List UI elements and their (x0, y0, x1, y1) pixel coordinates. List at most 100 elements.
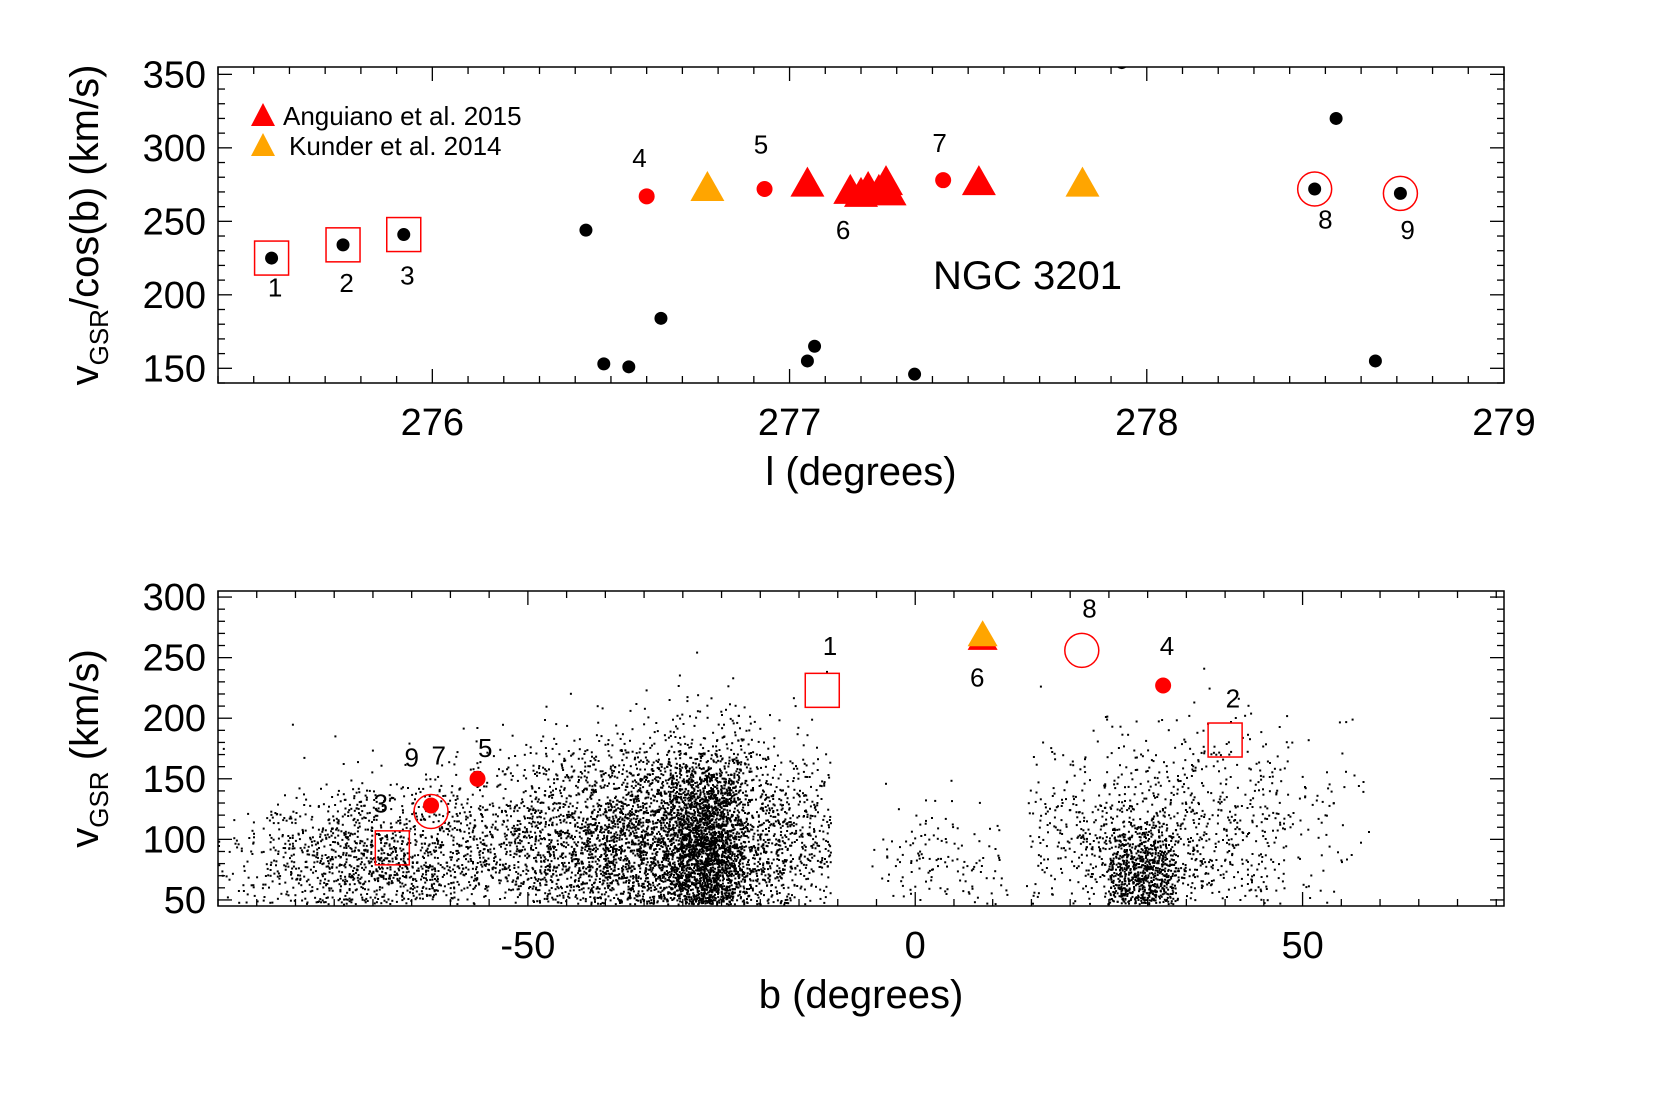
field-star-632 (696, 864, 699, 867)
field-star-1637 (517, 835, 520, 838)
field-star-2118 (606, 884, 609, 887)
field-star-4640 (699, 812, 702, 815)
field-star-3552 (728, 818, 731, 821)
field-star-3913 (643, 811, 646, 813)
field-star-3709 (735, 817, 738, 820)
field-star-2325 (656, 821, 659, 824)
field-star-2536 (786, 849, 789, 851)
field-star-3193 (462, 806, 465, 809)
field-star-3685 (775, 838, 778, 841)
field-star-3099 (588, 865, 591, 868)
field-star-343 (539, 812, 542, 814)
field-star-4659 (706, 827, 709, 830)
field-star-937 (547, 778, 550, 781)
point-label-3: 3 (400, 261, 414, 291)
field-star-4773 (685, 794, 688, 796)
point-label-8: 8 (1318, 205, 1332, 235)
field-star-2844 (809, 805, 812, 808)
field-star-1620 (620, 829, 623, 832)
field-star-1292 (511, 775, 514, 777)
field-star-2382 (632, 812, 635, 815)
field-star-4270 (813, 803, 816, 806)
field-star-3844 (603, 836, 606, 839)
field-star-388 (574, 895, 577, 898)
field-star-2623 (501, 823, 504, 826)
field-star-1299 (622, 813, 624, 815)
field-star-3633 (505, 834, 508, 837)
field-star-1350 (804, 866, 807, 869)
field-star-472 (526, 807, 529, 809)
field-star-3652 (652, 822, 655, 825)
field-star-2076 (780, 761, 783, 764)
field-star-2022 (695, 830, 698, 833)
field-star-630 (645, 842, 647, 845)
field-star-3243 (683, 735, 686, 738)
field-star-449 (744, 794, 747, 797)
field-star-3944 (815, 789, 818, 792)
field-star-500 (805, 864, 808, 867)
field-star-200 (632, 852, 635, 855)
field-star-2735 (587, 830, 590, 833)
field-star-349 (764, 798, 767, 801)
field-star-4149 (594, 768, 597, 771)
field-star-173 (677, 817, 680, 819)
field-star-1437 (611, 815, 614, 818)
field-star-1136 (596, 848, 599, 851)
field-star-1576 (753, 862, 756, 865)
field-star-4287 (762, 807, 764, 810)
field-star-3883 (618, 873, 621, 876)
field-star-4725 (739, 820, 742, 823)
field-star-3702 (528, 808, 531, 811)
field-star-4305 (757, 740, 760, 743)
field-star-3012 (564, 803, 567, 806)
field-star-1711 (547, 806, 550, 809)
field-star-2155 (752, 868, 755, 871)
field-star-519 (536, 821, 539, 824)
field-star-3216 (656, 860, 659, 863)
field-star-3346 (686, 780, 688, 783)
field-star-1313 (755, 753, 758, 756)
field-star-1823 (527, 877, 530, 880)
field-star-1420 (576, 825, 579, 828)
field-star-39 (646, 759, 649, 762)
field-star-1346 (626, 775, 629, 778)
field-star-2912 (803, 888, 806, 891)
field-star-1884 (502, 842, 505, 845)
field-star-2835 (586, 829, 589, 832)
field-star-647 (596, 887, 599, 890)
field-star-1922 (539, 901, 541, 904)
field-star-1858 (546, 895, 549, 897)
field-star-752 (664, 877, 667, 880)
field-star-2362 (563, 787, 566, 790)
field-star-1280 (621, 900, 623, 903)
field-star-2518 (453, 896, 456, 899)
x-tick-label: 276 (401, 402, 464, 444)
field-star-3287 (540, 872, 543, 875)
triangle-point-0 (790, 166, 825, 197)
field-star-522 (805, 896, 808, 898)
field-star-4694 (717, 869, 720, 871)
field-star-4386 (736, 814, 739, 817)
field-star-3590 (725, 788, 728, 791)
triangle-point-6 (872, 175, 907, 206)
field-star-3190 (618, 877, 621, 880)
field-star-3008 (558, 807, 561, 810)
field-star-4616 (713, 800, 716, 803)
field-star-2395 (597, 834, 600, 837)
field-star-3594 (758, 902, 761, 905)
field-star-1215 (608, 873, 611, 876)
field-star-4781 (700, 897, 703, 900)
field-star-4140 (584, 882, 587, 885)
field-star-4328 (749, 883, 752, 886)
field-star-2109 (613, 835, 616, 838)
field-star-3429 (486, 808, 489, 811)
field-star-1598 (746, 835, 748, 838)
field-star-3432 (635, 874, 638, 876)
field-star-4109 (564, 865, 567, 868)
field-star-4196 (596, 863, 599, 866)
field-star-802 (792, 824, 795, 827)
field-star-2766 (660, 897, 663, 900)
star-point-0 (265, 251, 279, 265)
field-star-1000 (600, 735, 603, 738)
field-star-1726 (736, 844, 739, 847)
